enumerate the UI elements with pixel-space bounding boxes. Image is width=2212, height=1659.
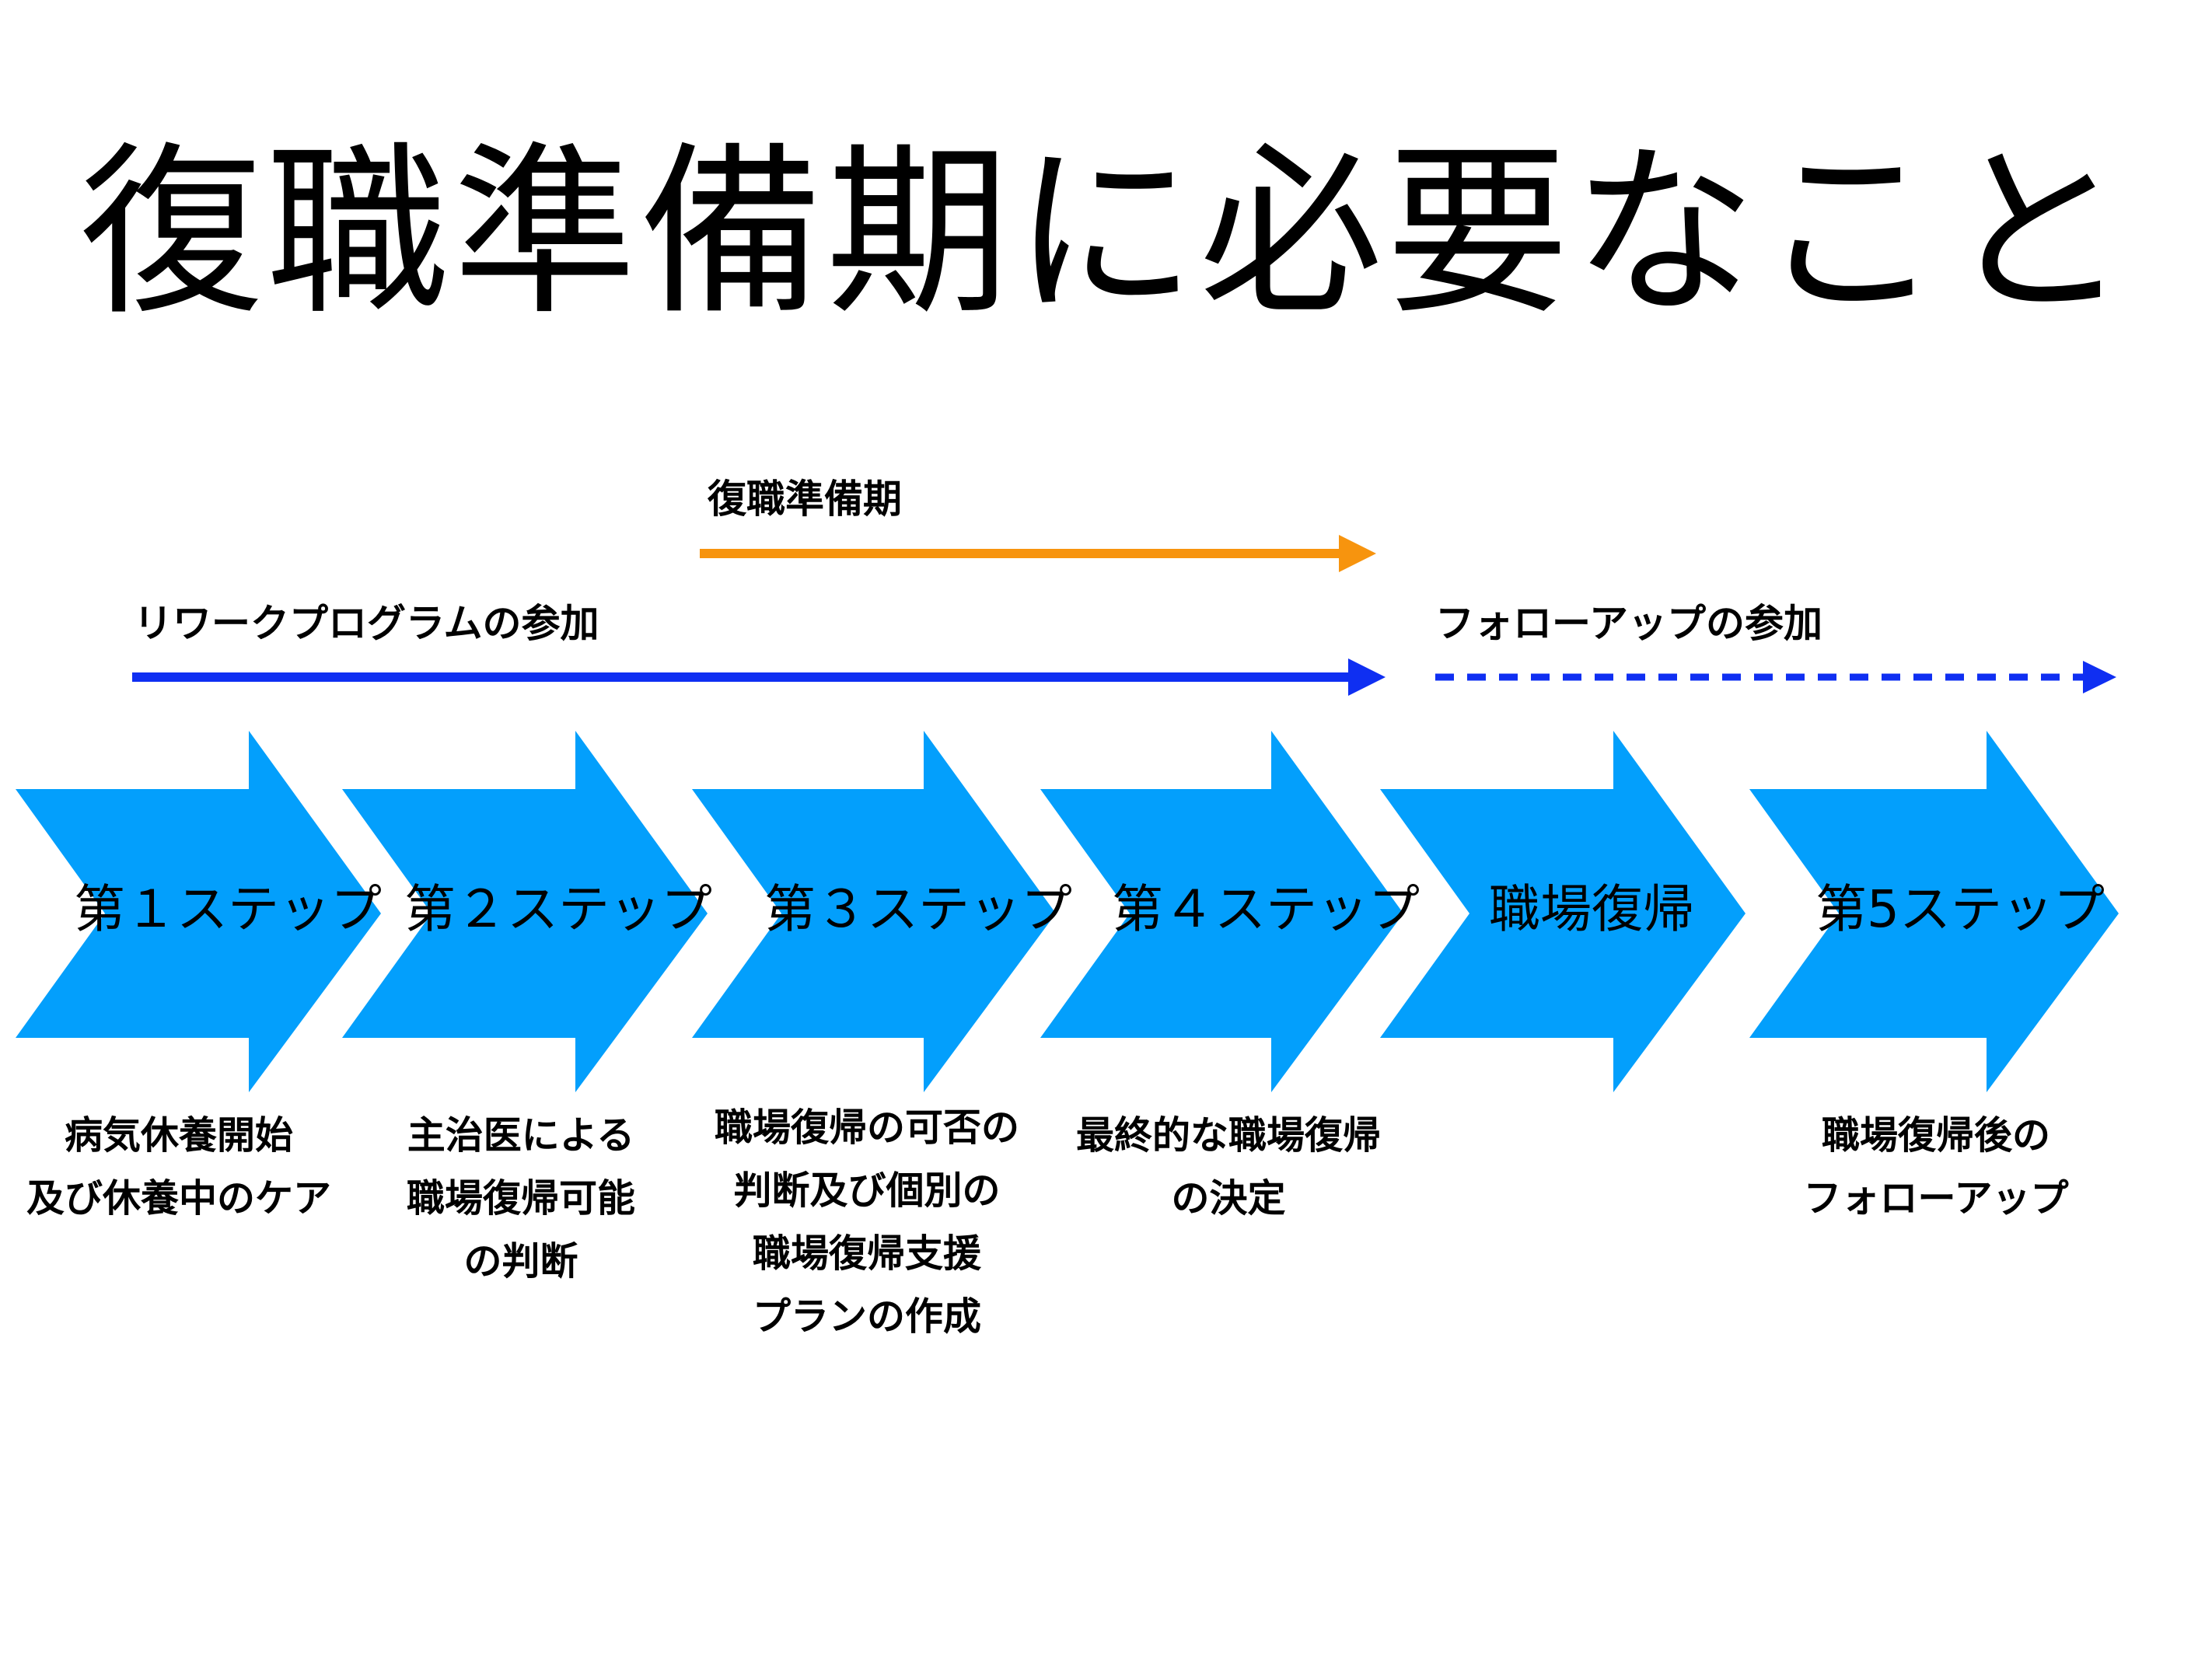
step-4-label: 第４ステップ bbox=[1112, 879, 1420, 939]
step-5-label: 第5ステップ bbox=[1815, 879, 2105, 939]
step-3-label: 第３ステップ bbox=[764, 879, 1072, 939]
chevron-arrow-5 bbox=[1380, 731, 1745, 1092]
rework-phase-arrowhead bbox=[1348, 658, 1386, 696]
followup-phase-arrowhead bbox=[2083, 661, 2116, 693]
chevron-arrow-6 bbox=[1749, 731, 2119, 1092]
preparation-phase-arrowhead bbox=[1339, 535, 1376, 572]
chevron-arrow-4 bbox=[1040, 731, 1403, 1092]
step-3-description: 職場復帰の可否の 判断及び個別の 職場復帰支援 プランの作成 bbox=[714, 1105, 1019, 1339]
rework-phase-label: リワークプログラムの参加 bbox=[134, 601, 599, 646]
chevron-arrow-1 bbox=[16, 731, 381, 1092]
step-1-label: 第１ステップ bbox=[74, 879, 382, 939]
step-5-description: 職場復帰後の フォローアップ bbox=[1803, 1113, 2069, 1221]
chevron-arrow-2 bbox=[342, 731, 708, 1092]
chevron-arrow-3 bbox=[692, 731, 1056, 1092]
step-4-description: 最終的な職場復帰 の決定 bbox=[1075, 1113, 1381, 1221]
return-to-work-label: 職場復帰 bbox=[1489, 879, 1694, 939]
page-title: 復職準備期に必要なこと bbox=[79, 126, 2133, 340]
preparation-phase-label: 復職準備期 bbox=[708, 477, 902, 522]
step-2-label: 第２ステップ bbox=[404, 879, 712, 939]
step-1-description: 病気休養開始 及び休養中のケア bbox=[26, 1113, 331, 1221]
step-2-description: 主治医による 職場復帰可能 の判断 bbox=[406, 1113, 635, 1284]
chevron-group bbox=[16, 731, 2119, 1092]
followup-phase-label: フォローアップの参加 bbox=[1435, 601, 1822, 646]
